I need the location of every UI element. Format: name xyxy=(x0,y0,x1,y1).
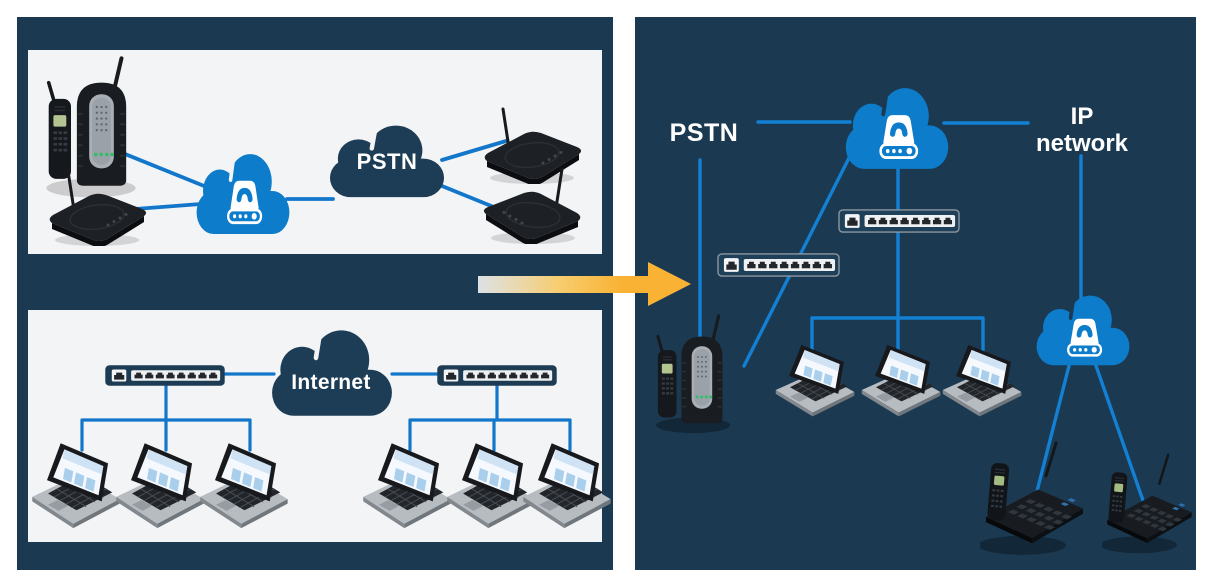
wireless-router-icon xyxy=(483,107,583,184)
gateway-cloud-icon xyxy=(846,88,948,169)
laptop-icon xyxy=(362,442,452,529)
laptop-icon xyxy=(861,344,941,417)
cordless-phone-base-station-icon xyxy=(44,56,138,200)
pstn-cloud-label: PSTN xyxy=(356,149,418,174)
laptop-icon xyxy=(522,442,612,529)
laptop-icon xyxy=(199,442,289,529)
gateway-cloud-icon xyxy=(197,154,290,234)
internet-card-links xyxy=(80,372,572,452)
laptop-icon xyxy=(115,442,205,529)
arrow-right-icon xyxy=(478,262,691,306)
ethernet-switch-icon xyxy=(106,366,224,385)
desk-phone-icon xyxy=(980,441,1085,557)
cordless-phone-base-station-icon xyxy=(654,314,732,435)
ip-network-label: IP network xyxy=(1035,103,1128,157)
internet-cloud-label: Internet xyxy=(291,371,371,394)
ethernet-switch-icon xyxy=(839,210,959,232)
gateway-cloud-icon xyxy=(1037,296,1130,366)
desk-phone-icon xyxy=(1102,453,1194,555)
laptop-icon xyxy=(446,442,536,529)
pstn-card-links xyxy=(118,139,508,214)
ethernet-switch-icon xyxy=(718,254,839,276)
ethernet-switch-icon xyxy=(438,366,556,385)
pstn-network-label: PSTN xyxy=(669,119,739,147)
laptop-icon xyxy=(31,442,121,529)
laptop-icon xyxy=(775,344,855,417)
laptop-icon xyxy=(942,344,1022,417)
